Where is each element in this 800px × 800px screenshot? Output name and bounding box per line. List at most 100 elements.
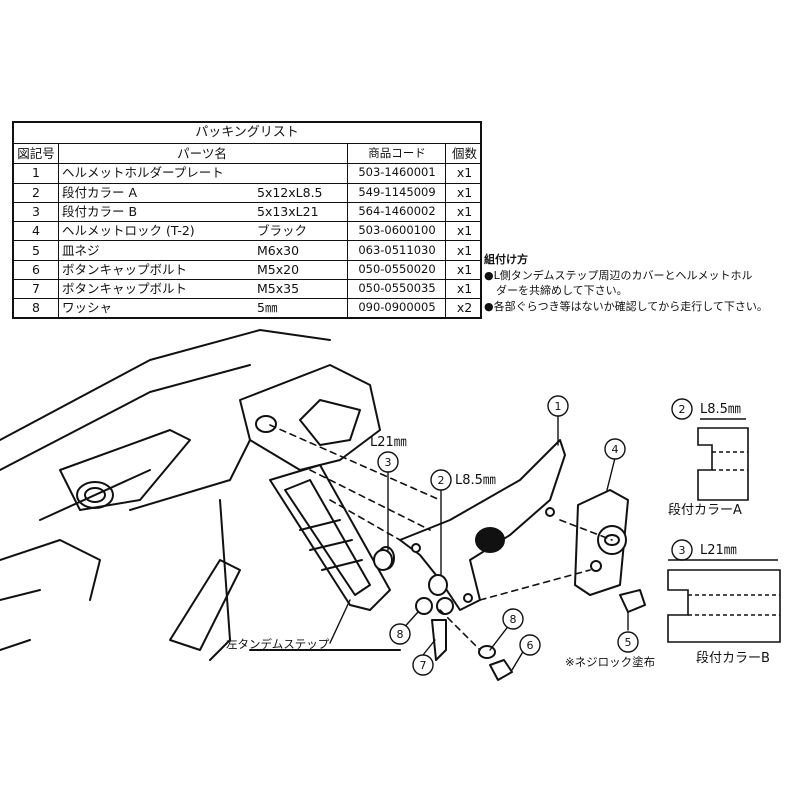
row-qty: x1 xyxy=(456,242,473,258)
detail-collar-a xyxy=(697,418,749,501)
row-name: ヘルメットロック (T-2) xyxy=(62,223,195,239)
step-label: 左タンデムステップ xyxy=(226,637,330,651)
row-code: 090-0900005 xyxy=(358,300,436,315)
row-name: 段付カラー B xyxy=(62,203,138,219)
packing-list-title: パッキングリスト xyxy=(14,123,480,144)
row-no: 1 xyxy=(32,165,40,181)
threadlock-note: ※ネジロック塗布 xyxy=(565,655,655,669)
callout-5-label: 5 xyxy=(625,636,632,649)
row-spec: ブラック xyxy=(257,223,308,239)
detail-b-dim: L21㎜ xyxy=(700,543,737,558)
table-row: 1 ヘルメットホルダープレート 503-1460001 x1 xyxy=(14,163,480,184)
dim-l85-label: L8.5㎜ xyxy=(455,473,496,488)
motorcycle-frame xyxy=(0,329,401,661)
row-code: 050-0550020 xyxy=(358,261,436,276)
row-spec: 5x13xL21 xyxy=(257,203,319,219)
row-code: 050-0550035 xyxy=(358,281,436,296)
callout-2 xyxy=(430,469,452,491)
row-no: 4 xyxy=(32,223,40,239)
callout-8a-label: 8 xyxy=(397,628,404,641)
callout-3-label: 3 xyxy=(385,456,392,469)
instruction-line-1b: ダーを共締めして下さい。 xyxy=(496,284,628,297)
row-code: 063-0511030 xyxy=(358,242,436,257)
callout-1-label: 1 xyxy=(555,400,562,413)
row-qty: x1 xyxy=(456,281,473,297)
row-name: 段付カラー A xyxy=(62,184,138,200)
header-no: 図記号 xyxy=(17,146,55,161)
fasteners xyxy=(373,549,646,681)
instruction-line-1: ●L側タンデムステップ周辺のカバーとヘルメットホル xyxy=(484,268,753,282)
row-no: 6 xyxy=(32,261,40,277)
header-code: 商品コード xyxy=(368,146,426,160)
callout-3 xyxy=(377,451,399,473)
detail-b-label: 段付カラーB xyxy=(696,651,770,666)
row-name: ワッシャ xyxy=(62,300,113,316)
row-qty: x1 xyxy=(456,261,473,277)
row-spec: M6x30 xyxy=(257,242,300,258)
row-qty: x1 xyxy=(456,203,473,219)
table-row: 2 段付カラー A 5x12xL8.5 549-1145009 x1 xyxy=(14,183,480,203)
row-name: ボタンキャップボルト xyxy=(62,261,188,277)
leader-lines xyxy=(329,415,629,671)
table-row: 7 ボタンキャップボルト M5x35 050-0550035 x1 xyxy=(14,279,480,300)
row-code: 549-1145009 xyxy=(358,184,436,199)
callout-7 xyxy=(412,654,434,676)
row-code: 503-0600100 xyxy=(358,223,436,238)
callout-4 xyxy=(604,438,626,460)
table-row: 8 ワッシャ 5㎜ 090-0900005 x2 xyxy=(14,298,480,317)
row-qty: x2 xyxy=(456,300,473,316)
detail-b-callout-label: 3 xyxy=(679,544,686,557)
row-spec: 5㎜ xyxy=(257,300,278,316)
row-qty: x1 xyxy=(456,223,473,239)
detail-a-label: 段付カラーA xyxy=(668,503,742,518)
col-divider xyxy=(58,143,59,317)
table-row: 3 段付カラー B 5x13xL21 564-1460002 x1 xyxy=(14,202,480,223)
row-name: ヘルメットホルダープレート xyxy=(62,165,224,181)
row-spec: 5x12xL8.5 xyxy=(257,184,323,200)
callout-4-label: 4 xyxy=(612,443,619,456)
detail-a-callout xyxy=(671,398,693,420)
helmet-lock xyxy=(574,489,629,596)
callout-2-label: 2 xyxy=(438,474,445,487)
packing-list-table: パッキングリスト 図記号 パーツ名 商品コード 個数 1 ヘルメットホルダープレ… xyxy=(12,121,482,319)
row-code: 564-1460002 xyxy=(358,203,436,218)
col-divider xyxy=(347,143,348,317)
row-no: 8 xyxy=(32,300,40,316)
row-no: 5 xyxy=(32,242,40,258)
row-no: 2 xyxy=(32,184,40,200)
row-name: 皿ネジ xyxy=(62,242,100,258)
header-qty: 個数 xyxy=(451,146,477,161)
callout-6 xyxy=(519,634,541,656)
callout-1 xyxy=(547,395,569,417)
col-divider xyxy=(445,143,446,317)
callout-6-label: 6 xyxy=(527,639,534,652)
callout-5 xyxy=(617,631,639,653)
callout-8a xyxy=(389,623,411,645)
detail-a-dim: L8.5㎜ xyxy=(700,402,741,417)
row-no: 7 xyxy=(32,281,40,297)
instructions-title: 組付け方 xyxy=(484,253,528,266)
footpeg-bracket xyxy=(239,364,381,471)
instruction-line-2: ●各部ぐらつき等はないか確認してから走行して下さい。 xyxy=(484,299,768,313)
detail-a-callout-label: 2 xyxy=(679,403,686,416)
row-qty: x1 xyxy=(456,165,473,181)
row-no: 3 xyxy=(32,203,40,219)
row-spec: M5x35 xyxy=(257,281,300,297)
callout-8b-label: 8 xyxy=(510,613,517,626)
helmet-holder-plate xyxy=(399,439,566,611)
callout-8b xyxy=(502,608,524,630)
detail-collar-b xyxy=(667,559,781,643)
left-tandem-step xyxy=(269,464,395,611)
callout-7-label: 7 xyxy=(420,659,427,672)
installation-instructions: 組付け方 ●L側タンデムステップ周辺のカバーとヘルメットホル ダーを共締めして下… xyxy=(484,252,800,314)
table-row: 4 ヘルメットロック (T-2) ブラック 503-0600100 x1 xyxy=(14,221,480,242)
row-code: 503-1460001 xyxy=(358,165,436,180)
table-row: 6 ボタンキャップボルト M5x20 050-0550020 x1 xyxy=(14,260,480,281)
row-spec: M5x20 xyxy=(257,261,300,277)
row-name: ボタンキャップボルト xyxy=(62,281,188,297)
callout-circles xyxy=(377,395,693,676)
row-qty: x1 xyxy=(456,184,473,200)
table-row: 5 皿ネジ M6x30 063-0511030 x1 xyxy=(14,241,480,261)
dim-l21-label: L21㎜ xyxy=(370,435,407,450)
